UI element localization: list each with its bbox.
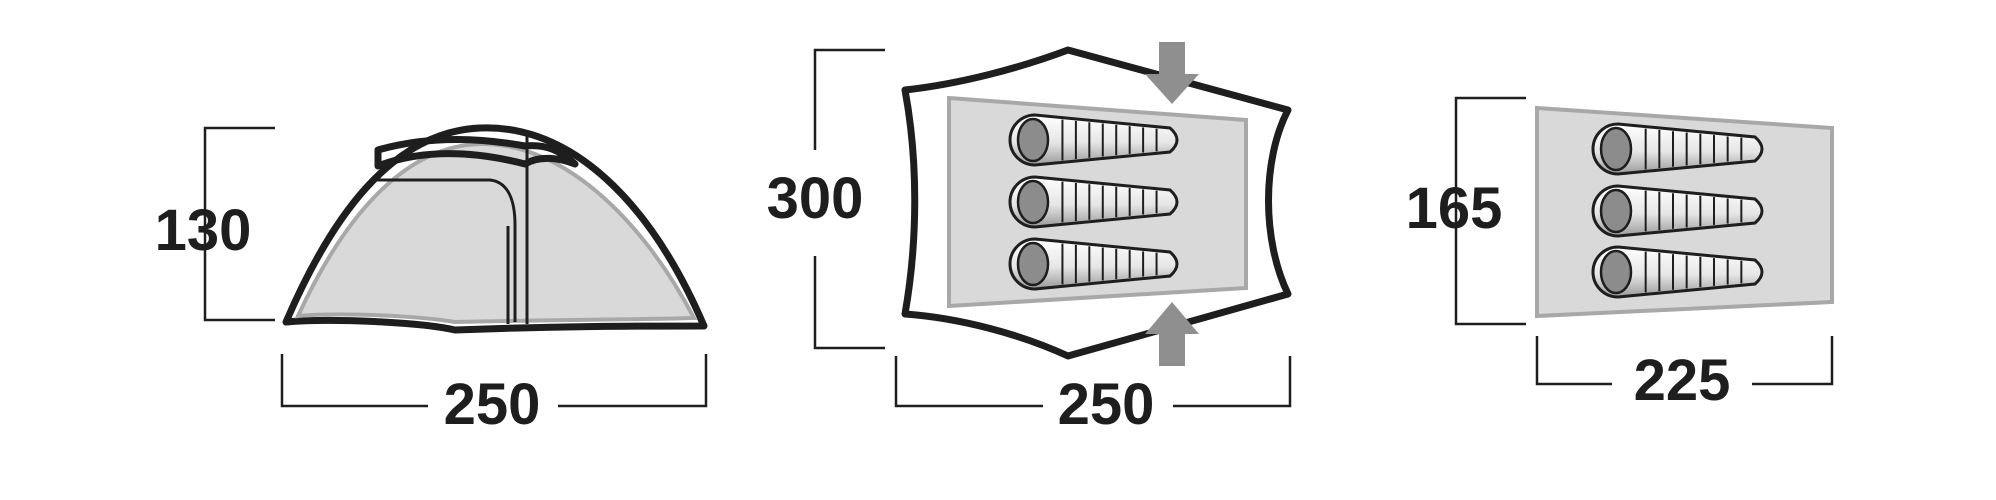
top-sleeping-bag [1008,113,1179,167]
floor-depth-label: 165 [1406,176,1503,241]
side-width-bracket-left [280,354,428,408]
bag-head [1016,179,1050,225]
floor-width-bracket-right [1752,336,1834,386]
top-arrow-up [1145,302,1199,366]
floor-sleeping-bag [1591,184,1764,238]
top-depth-bracket-top [813,48,885,150]
top-width-bracket-right [1173,356,1292,408]
top-depth-bracket-bottom [813,256,885,350]
bag-head [1016,241,1050,287]
floor-sleeping-bags [1591,122,1764,299]
side-tent-pole [374,136,579,170]
floor-width-label: 225 [1634,348,1731,413]
side-height-label: 130 [155,198,252,263]
bag-head [1016,117,1050,163]
floor-depth-bracket [1454,96,1526,326]
top-width-label: 250 [1058,372,1155,437]
side-width-label: 250 [444,372,541,437]
floor-view: 165 225 [1406,96,1834,413]
bag-head [1599,249,1633,295]
floor-sleeping-bag [1591,245,1764,299]
bag-head [1599,188,1633,234]
top-depth-label: 300 [767,166,864,231]
side-door-panel [376,178,517,322]
top-view: 300 250 [767,42,1292,437]
side-width-bracket-right [558,354,708,408]
top-arrow-down [1145,42,1199,104]
side-tent-inner [294,141,698,325]
floor-sleeping-bag [1591,122,1764,176]
top-sleeping-bag [1008,237,1179,291]
floor-width-bracket-left [1535,336,1612,386]
side-view: 130 250 [155,124,708,437]
side-height-bracket [203,126,275,322]
bag-head [1599,126,1633,172]
top-sleeping-bags [1008,113,1179,291]
top-sleeping-bag [1008,175,1179,229]
top-width-bracket-left [894,356,1043,408]
